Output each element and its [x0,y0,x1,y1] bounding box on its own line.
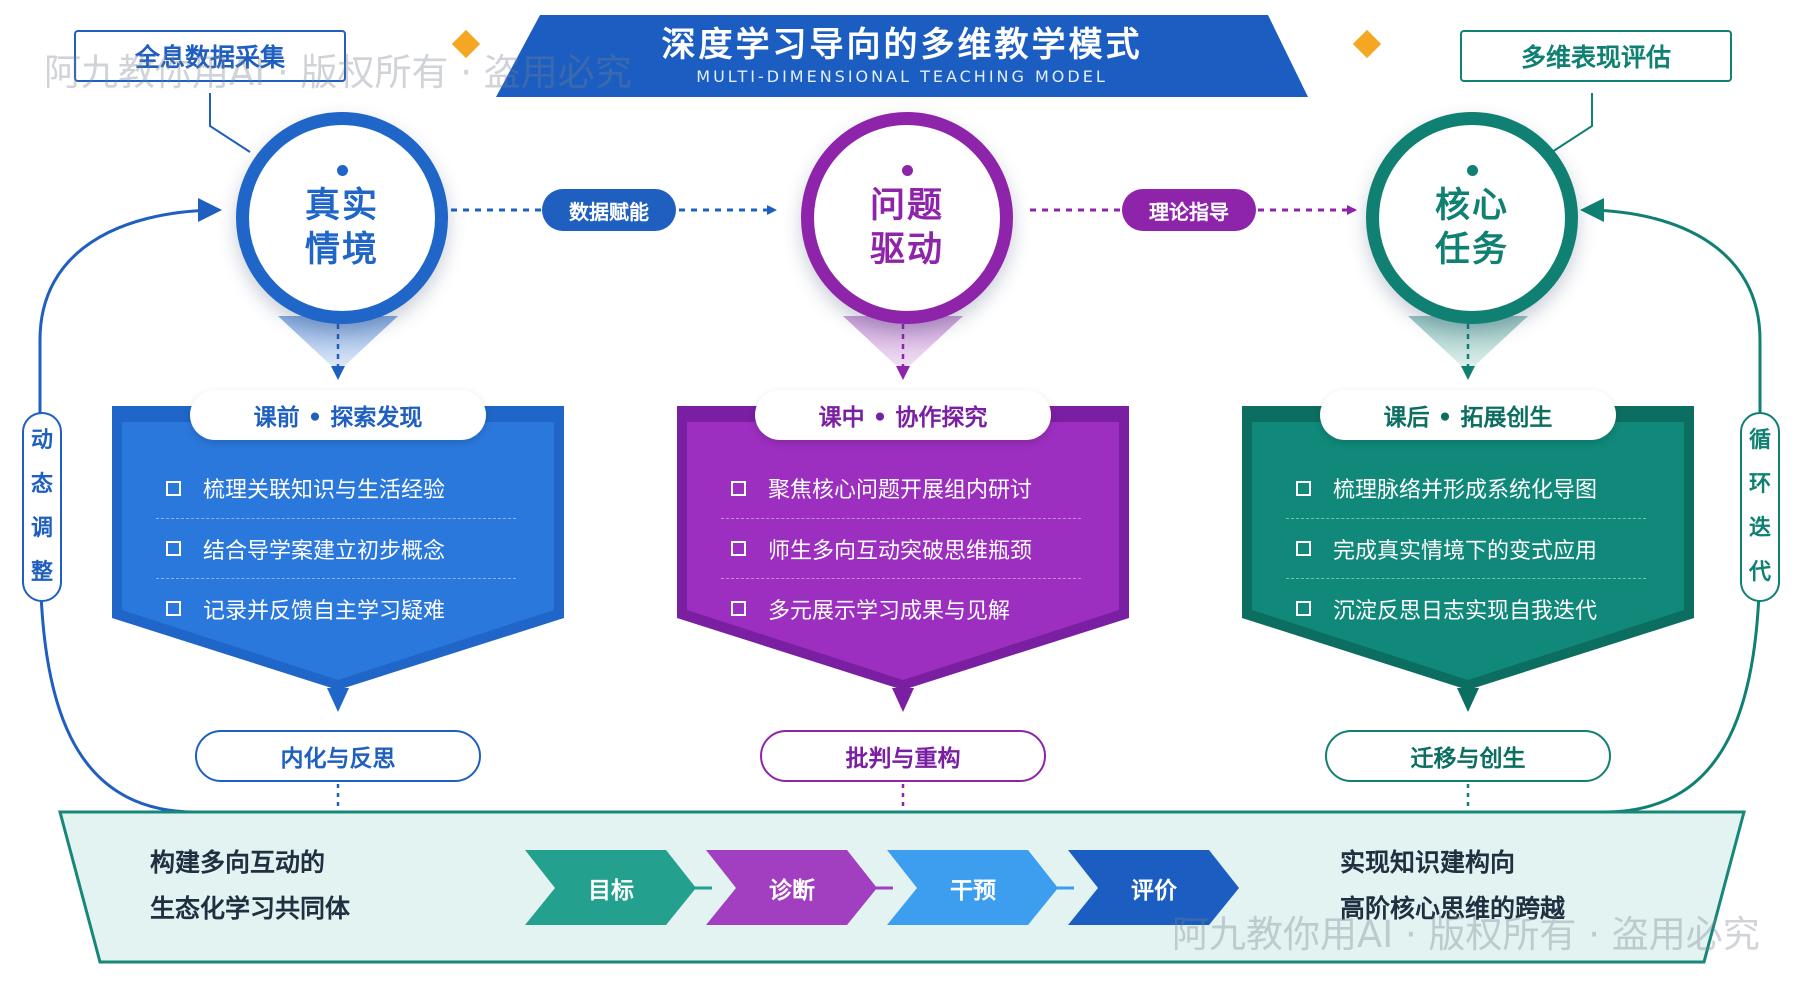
step-goal: 目标 [588,877,634,904]
node-label-line1: 问题 [869,185,944,226]
checkbox-icon [166,541,181,556]
checkbox-icon [1296,541,1311,556]
loop-arrow-right [1580,198,1604,222]
watermark-bottom: 阿九教你用AI · 版权所有 · 盗用必究 [1172,913,1760,956]
tag-leader-left [209,93,251,153]
stage-label-in-class: 课中 • 协作探究 [755,390,1051,440]
checkbox-icon [1296,601,1311,616]
node-real-context: 真实 情境 [236,112,448,324]
step-chevron-4 [1068,850,1239,925]
step-evaluate: 评价 [1131,877,1177,904]
list-item: 多元展示学习成果与见解 [721,578,1081,638]
node-problem-driven: 问题 驱动 [801,112,1013,324]
stage-label-pre-class: 课前 • 探索发现 [190,390,486,440]
title-banner [496,15,1308,97]
outcome-internalize-reflect: 内化与反思 [195,730,481,782]
list-item: 沉淀反思日志实现自我迭代 [1286,578,1646,638]
list-item: 梳理关联知识与生活经验 [156,458,516,518]
node-label-line2: 情境 [304,229,379,270]
step-chevron-2 [706,850,877,925]
step-chevron-3 [887,850,1058,925]
node-label-line2: 驱动 [869,229,944,270]
node-label-line2: 任务 [1434,229,1509,270]
panel-1-inner [122,422,554,680]
bottom-right-text: 实现知识建构向 高阶核心思维的跨越 [1340,848,1566,923]
step-chevron-1 [525,850,696,925]
checkbox-icon [1296,480,1311,496]
panel-3-inner [1252,422,1684,680]
list-item: 梳理脉络并形成系统化导图 [1286,458,1646,518]
funnel-arrow-3 [1461,366,1475,380]
page-subtitle: MULTI-DIMENSIONAL TEACHING MODEL [696,67,1108,86]
checkbox-icon [731,541,746,556]
panel-tip-2 [892,688,914,712]
panel-tip-3 [1457,688,1479,712]
stage-label-post-class: 课后 • 拓展创生 [1320,390,1616,440]
stage-items-post-class: 梳理脉络并形成系统化导图 完成真实情境下的变式应用 沉淀反思日志实现自我迭代 [1286,458,1646,638]
panel-2-inner [687,422,1119,680]
list-item: 完成真实情境下的变式应用 [1286,518,1646,578]
list-item: 记录并反馈自主学习疑难 [156,578,516,638]
checkbox-icon [731,480,746,496]
node-dot [1466,164,1478,176]
side-tag-dynamic-adjust: 动 态 调 整 [22,412,62,602]
page-title: 深度学习导向的多维教学模式 [661,25,1143,65]
side-tag-cyclic-iterate: 循 环 迭 代 [1740,412,1780,602]
watermark-top: 阿九教你用AI · 版权所有 · 盗用必究 [44,51,632,94]
node-label-line1: 核心 [1434,185,1509,226]
stage-items-pre-class: 梳理关联知识与生活经验 结合导学案建立初步概念 记录并反馈自主学习疑难 [156,458,516,638]
tag-data-collection: 全息数据采集 [74,30,346,82]
tag-leader-right [1551,93,1593,153]
node-dot [901,164,913,176]
panel-tip-1 [327,688,349,712]
node-core-task: 核心 任务 [1366,112,1578,324]
tag-performance-assessment: 多维表现评估 [1460,30,1732,82]
checkbox-icon [731,601,746,616]
stage-items-in-class: 聚焦核心问题开展组内研讨 师生多向互动突破思维瓶颈 多元展示学习成果与见解 [721,458,1081,638]
connector-data-empower: 数据赋能 [542,189,676,231]
connector-theory-guide: 理论指导 [1122,189,1256,231]
loop-arrow-left [198,198,222,222]
list-item: 聚焦核心问题开展组内研讨 [721,458,1081,518]
node-label-line1: 真实 [304,185,379,226]
outcome-transfer-create: 迁移与创生 [1325,730,1611,782]
title-banner-text: 深度学习导向的多维教学模式 MULTI-DIMENSIONAL TEACHING… [496,15,1308,97]
list-item: 师生多向互动突破思维瓶颈 [721,518,1081,578]
funnel-arrow-1 [331,366,345,380]
step-intervene: 干预 [950,877,996,904]
node-dot [336,164,348,176]
funnel-arrow-2 [896,366,910,380]
bottom-panel [58,810,1746,964]
checkbox-icon [166,601,181,616]
outcome-critique-reconstruct: 批判与重构 [760,730,1046,782]
checkbox-icon [166,480,181,496]
step-diagnose: 诊断 [769,877,815,904]
bottom-left-text: 构建多向互动的 生态化学习共同体 [150,848,351,923]
list-item: 结合导学案建立初步概念 [156,518,516,578]
